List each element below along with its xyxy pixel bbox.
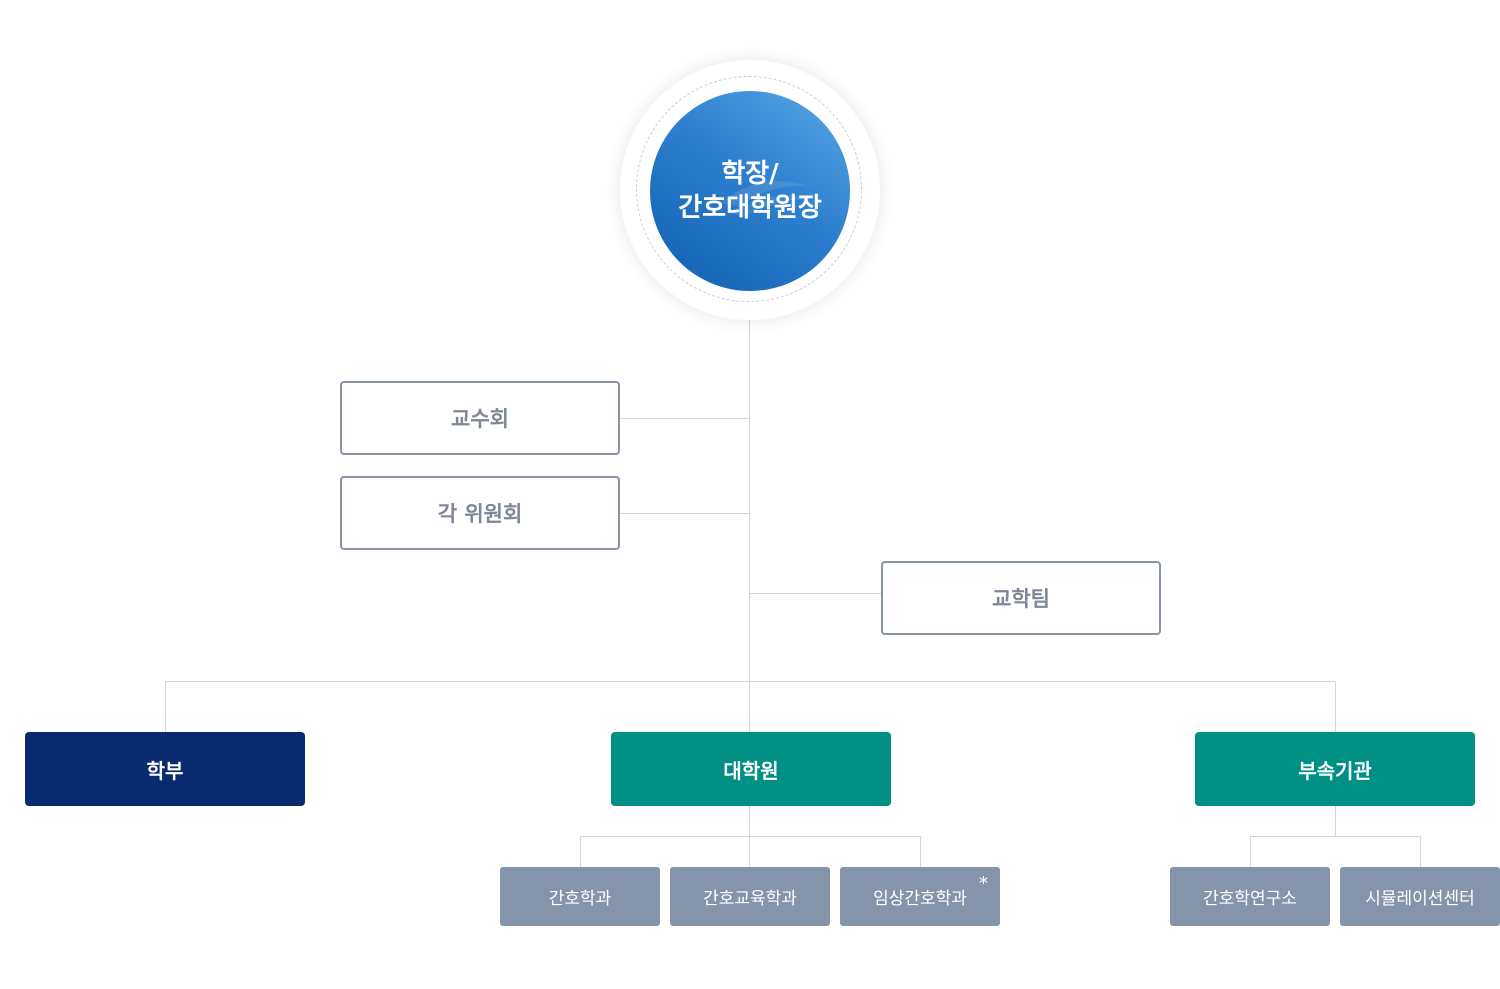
- graduate-school-box: 대학원: [611, 732, 891, 806]
- connector-dept-1: [580, 836, 581, 867]
- wave-logo-icon: [720, 181, 812, 217]
- academic-team-label: 교학팀: [992, 587, 1050, 611]
- undergraduate-box: 학부: [25, 732, 305, 806]
- connector-committees: [620, 513, 749, 514]
- connector-affiliated: [1335, 681, 1336, 732]
- dean-circle-dashed-ring: [636, 76, 862, 302]
- connector-graduate-horizontal: [580, 836, 921, 837]
- dept-clinical-nursing-box: 임상간호학과 *: [840, 867, 1000, 926]
- simulation-center-label: 시뮬레이션센터: [1365, 889, 1475, 909]
- faculty-council-label: 교수회: [451, 407, 509, 431]
- dept-nursing-education-box: 간호교육학과: [670, 867, 830, 926]
- affiliated-institutions-box: 부속기관: [1195, 732, 1475, 806]
- graduate-school-label: 대학원: [723, 758, 779, 783]
- connector-undergraduate: [165, 681, 166, 732]
- connector-inst-2: [1420, 836, 1421, 867]
- dept-nursing-education-label: 간호교육학과: [703, 889, 797, 909]
- dean-node: 학장/ 간호대학원장: [650, 91, 850, 291]
- academic-team-box: 교학팀: [881, 561, 1161, 635]
- connector-units-horizontal: [165, 681, 1335, 682]
- dept-nursing-label: 간호학과: [548, 889, 612, 909]
- undergraduate-label: 학부: [146, 758, 184, 783]
- asterisk-mark: *: [979, 873, 988, 894]
- connector-main-vertical: [749, 320, 750, 732]
- connector-faculty-council: [620, 418, 749, 419]
- committees-label: 각 위원회: [437, 502, 523, 526]
- nursing-research-institute-label: 간호학연구소: [1203, 889, 1297, 909]
- committees-box: 각 위원회: [340, 476, 620, 550]
- dean-title-line1: 학장/: [721, 159, 779, 189]
- connector-dept-3: [920, 836, 921, 867]
- dept-clinical-nursing-label: 임상간호학과: [873, 889, 967, 909]
- dean-title-line2: 간호대학원장: [678, 193, 822, 223]
- simulation-center-box: 시뮬레이션센터: [1340, 867, 1500, 926]
- nursing-research-institute-box: 간호학연구소: [1170, 867, 1330, 926]
- connector-academic-team: [750, 593, 881, 594]
- affiliated-institutions-label: 부속기관: [1298, 758, 1372, 783]
- connector-affiliated-down: [1335, 806, 1336, 836]
- faculty-council-box: 교수회: [340, 381, 620, 455]
- dept-nursing-box: 간호학과: [500, 867, 660, 926]
- connector-inst-1: [1250, 836, 1251, 867]
- connector-affiliated-horizontal: [1250, 836, 1421, 837]
